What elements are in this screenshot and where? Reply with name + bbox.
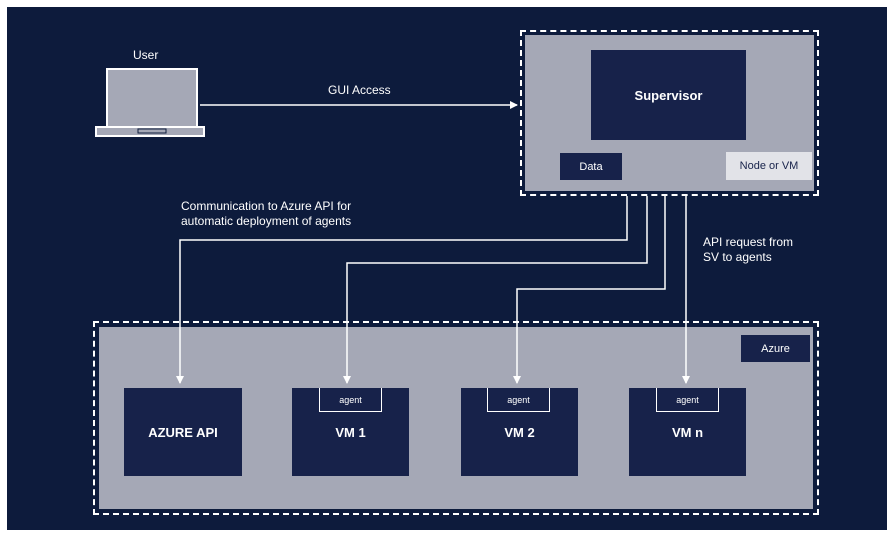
vm-2-agent-label: agent (507, 394, 530, 405)
data-label: Data (579, 160, 603, 173)
vm-1-agent-label: agent (339, 394, 362, 405)
azure-frame (93, 321, 819, 515)
vm-n-agent-tag: agent (656, 388, 719, 412)
azure-comm-label-line2: automatic deployment of agents (181, 214, 352, 228)
vm-1-agent-tag: agent (319, 388, 382, 412)
azure-label: Azure (761, 342, 790, 355)
data-box: Data (560, 153, 622, 180)
azure-api-label: AZURE API (148, 424, 218, 440)
api-request-label-line2: SV to agents (703, 250, 772, 264)
vm-1-arrow (343, 196, 648, 384)
vm-2-agent-tag: agent (487, 388, 550, 412)
laptop-icon (95, 68, 205, 137)
vm-n-agent-label: agent (676, 394, 699, 405)
node-or-vm-badge: Node or VM (726, 152, 812, 180)
vm-n-label: VM n (671, 424, 704, 440)
user-label: User (133, 48, 159, 62)
azure-comm-label-line1: Communication to Azure API for (181, 199, 352, 213)
vm-2-arrow (513, 196, 666, 384)
vm-1-label: VM 1 (335, 424, 366, 440)
azure-api-box: AZURE API (124, 388, 242, 476)
supervisor-box: Supervisor (591, 50, 746, 140)
node-or-vm-label: Node or VM (739, 160, 799, 172)
azure-api-arrow (176, 196, 628, 384)
api-request-label-line1: API request from (703, 235, 794, 249)
vm-2-label: VM 2 (504, 424, 535, 440)
supervisor-node-frame (520, 30, 819, 196)
gui-access-label: GUI Access (328, 83, 391, 97)
azure-badge: Azure (741, 335, 810, 362)
supervisor-title: Supervisor (634, 87, 703, 103)
